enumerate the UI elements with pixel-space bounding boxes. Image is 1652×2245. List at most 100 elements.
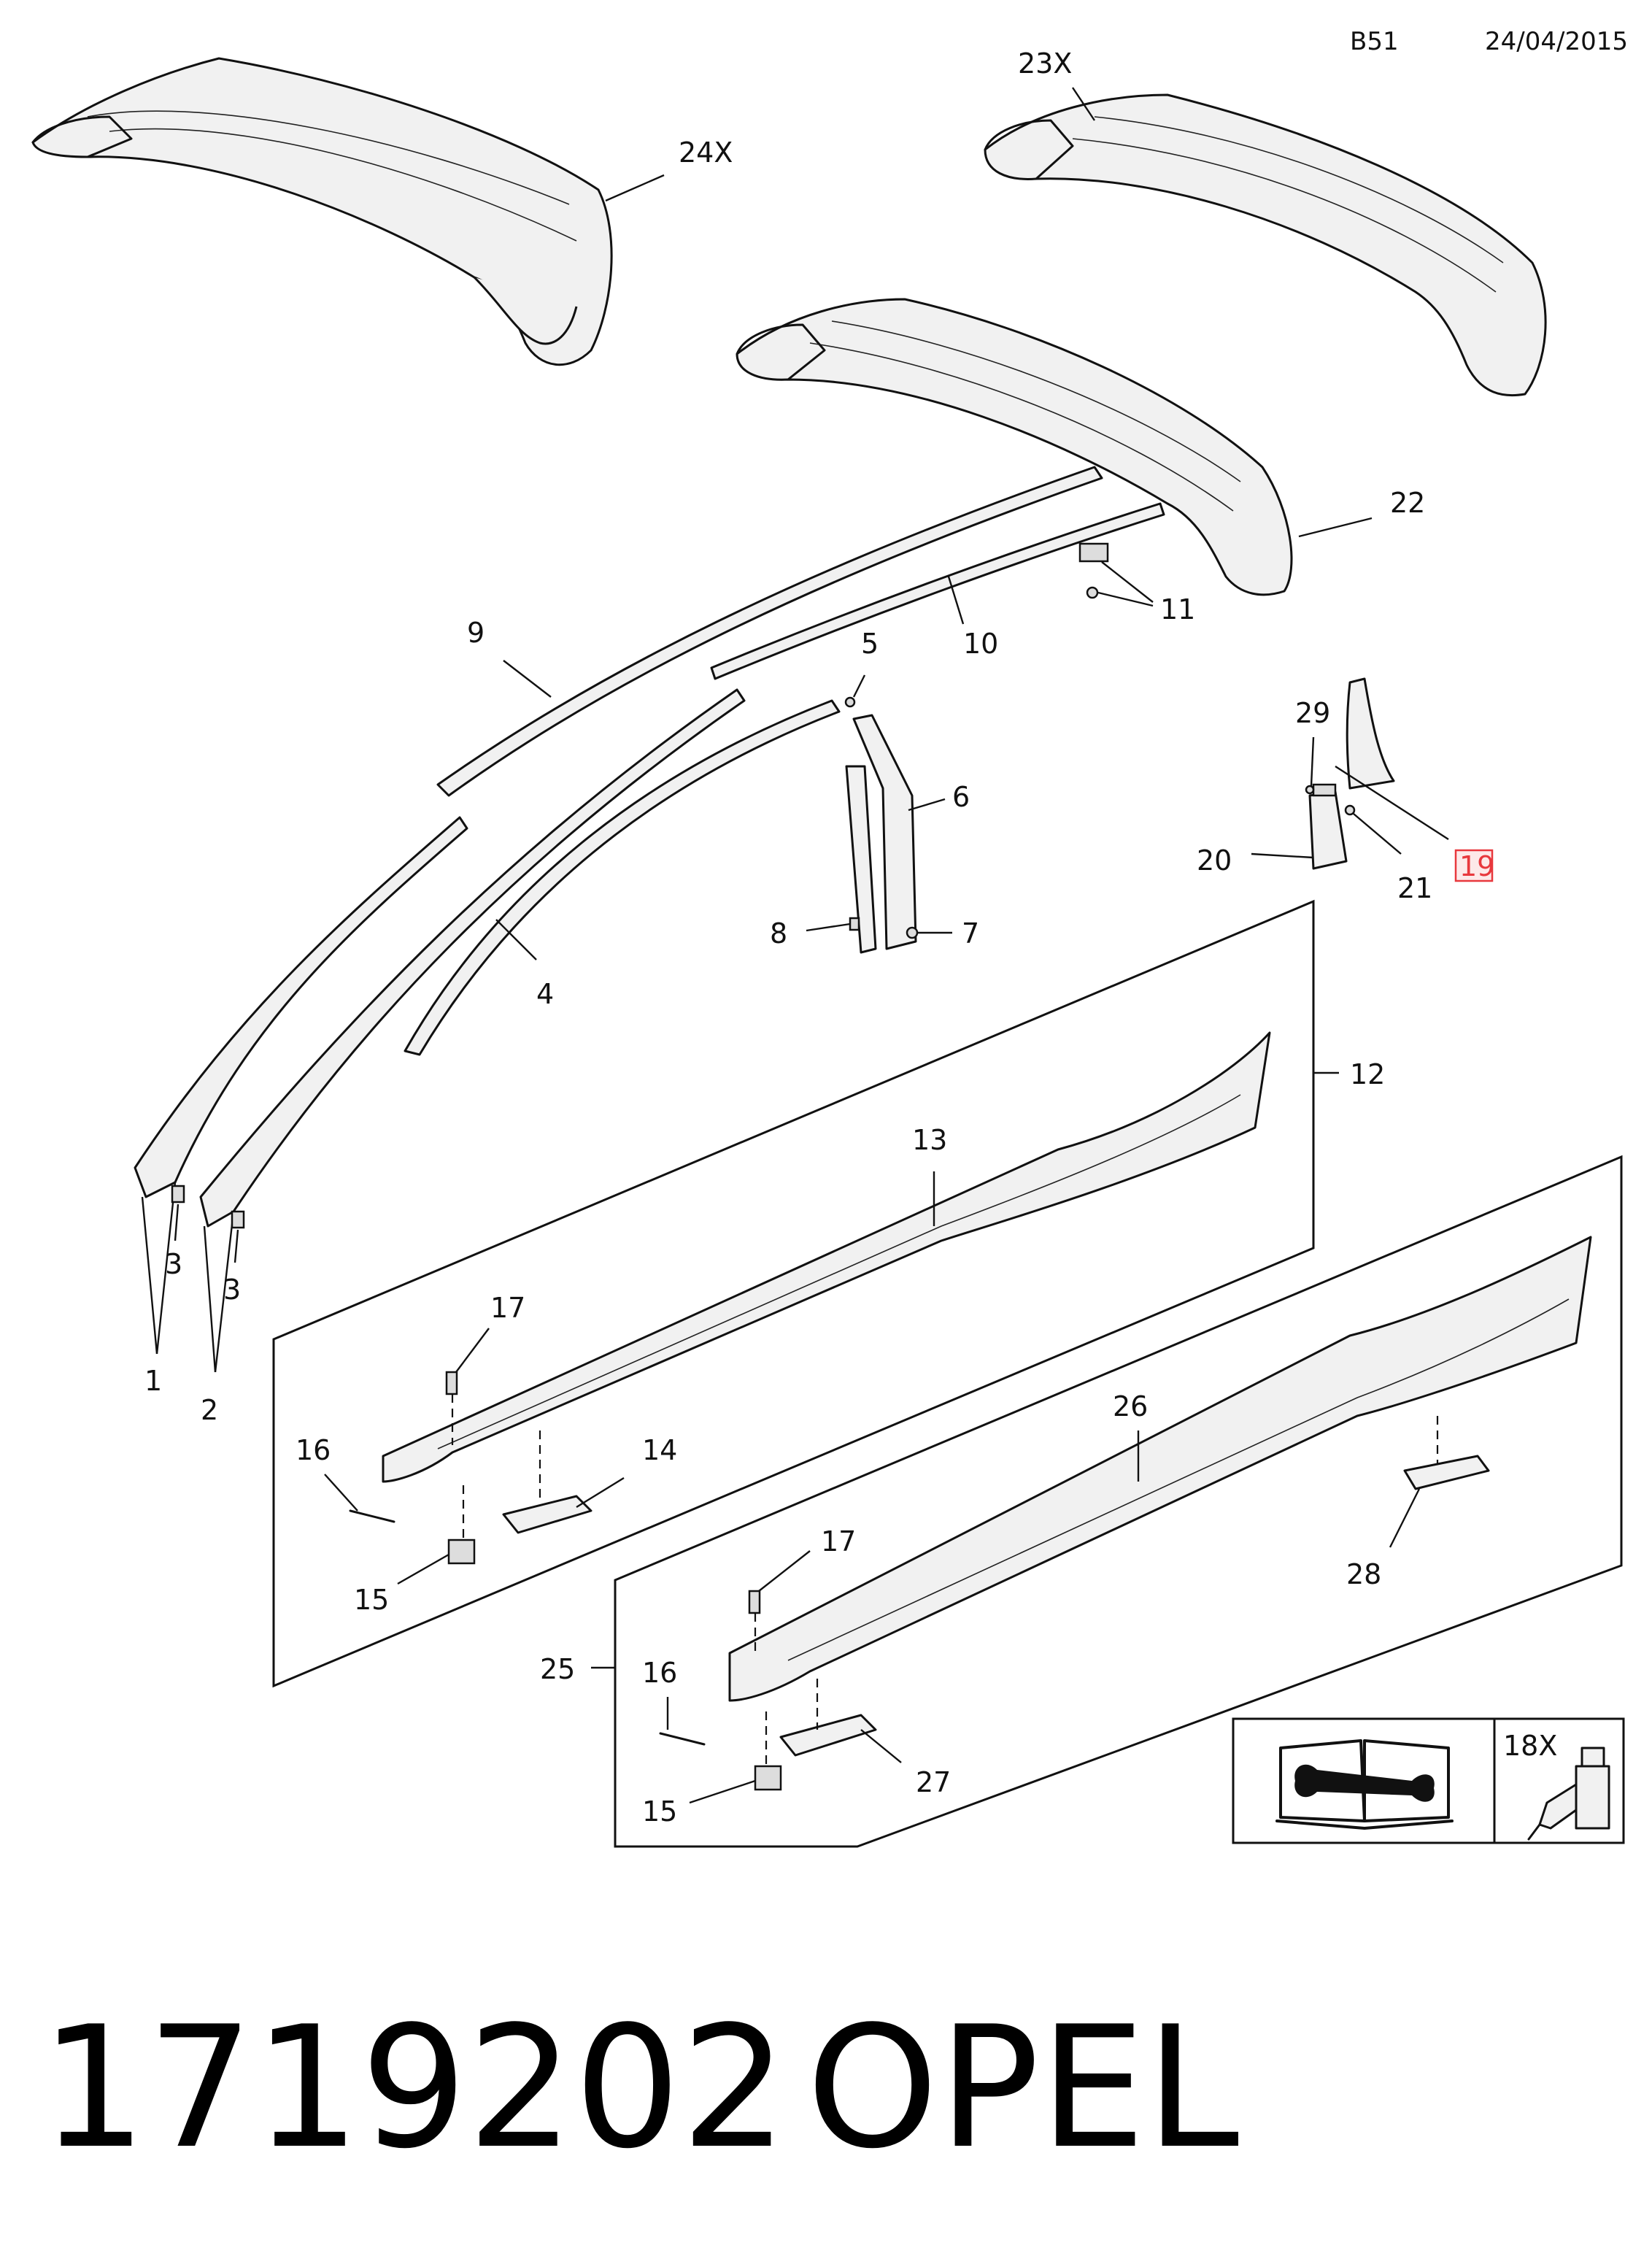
spoiler-22 <box>736 298 1293 596</box>
leader-21 <box>1353 813 1402 855</box>
brand-name: OPEL <box>806 1991 1239 2186</box>
callout-12: 12 <box>1350 1058 1385 1090</box>
nut-7 <box>906 926 919 939</box>
callout-16a: 16 <box>296 1434 331 1466</box>
callout-5: 5 <box>861 628 879 660</box>
screw-21 <box>1344 804 1356 816</box>
clip-3b <box>231 1210 245 1229</box>
callout-29: 29 <box>1295 697 1330 729</box>
leader-24x <box>605 174 665 202</box>
callout-27: 27 <box>916 1766 951 1798</box>
screw-17a <box>445 1371 458 1395</box>
screw-16a <box>349 1509 395 1523</box>
bracket-27 <box>779 1714 877 1757</box>
spoiler-24x <box>31 57 613 366</box>
leader-27 <box>860 1729 902 1763</box>
callout-3b: 3 <box>223 1274 241 1306</box>
rocker-molding-26 <box>728 1236 1592 1702</box>
leader-3a <box>174 1204 180 1241</box>
leader-15a <box>397 1553 449 1585</box>
callout-19: 19 <box>1459 850 1494 882</box>
clip-3a <box>171 1185 185 1204</box>
leader-29 <box>1310 736 1315 787</box>
callout-24x: 24X <box>679 136 733 169</box>
clip-29 <box>1305 785 1315 795</box>
bracket-14 <box>502 1495 593 1534</box>
leader-17a <box>455 1328 490 1373</box>
leader-3b <box>233 1229 239 1263</box>
callout-19-highlight <box>1454 849 1494 882</box>
leader-28 <box>1389 1488 1421 1548</box>
callout-21: 21 <box>1397 872 1432 904</box>
leader-20 <box>1251 852 1314 859</box>
clip-15b <box>754 1765 782 1791</box>
screw-17b <box>748 1590 761 1614</box>
callout-17b: 17 <box>821 1525 856 1557</box>
leader-9 <box>503 660 552 698</box>
frame-group-25 <box>614 1155 1623 1848</box>
leader-1b <box>155 1182 177 1355</box>
leader-1 <box>141 1196 158 1355</box>
leader-15b <box>689 1779 756 1804</box>
callout-15a: 15 <box>354 1584 389 1616</box>
b-pillar-6 <box>845 714 917 954</box>
callout-3a: 3 <box>165 1248 182 1280</box>
leader-14 <box>576 1476 625 1509</box>
part-number: 1719202 <box>40 1991 787 2186</box>
callout-15b: 15 <box>642 1795 677 1828</box>
bracket-28 <box>1403 1455 1490 1490</box>
callout-22: 22 <box>1390 487 1425 519</box>
clip-15a <box>447 1539 476 1565</box>
bracket-19 <box>1346 677 1395 790</box>
callout-25: 25 <box>540 1653 575 1685</box>
adhesive-bottle-icon <box>1527 1747 1610 1841</box>
leader-16a <box>324 1474 358 1512</box>
roof-molding-10 <box>710 502 1165 680</box>
leader-6 <box>908 798 946 812</box>
roof-molding-9 <box>436 466 1103 797</box>
leader-4 <box>495 919 537 960</box>
door-frame-molding-2 <box>199 688 746 1228</box>
leader-8 <box>806 923 851 932</box>
callout-18x: 18X <box>1503 1730 1557 1762</box>
callout-17a: 17 <box>490 1292 525 1324</box>
leader-2 <box>203 1225 217 1373</box>
leader-2b <box>214 1211 235 1373</box>
callout-8: 8 <box>770 917 787 950</box>
leader-11 <box>1101 561 1154 603</box>
callout-13: 13 <box>912 1124 947 1156</box>
manual-wrench-icon <box>1275 1739 1454 1830</box>
callout-9: 9 <box>467 617 485 649</box>
callout-20: 20 <box>1197 844 1232 877</box>
clip-8 <box>849 917 860 931</box>
leader-19 <box>1335 765 1449 841</box>
leader-5 <box>852 674 866 698</box>
callout-10: 10 <box>963 628 998 660</box>
leader-11b <box>1097 591 1154 607</box>
frame-group-12 <box>272 899 1315 1688</box>
bracket-20 <box>1308 783 1348 870</box>
clip-11 <box>1078 542 1109 599</box>
callout-28: 28 <box>1346 1558 1381 1590</box>
leader-10 <box>947 576 965 625</box>
legend-box <box>1232 1717 1625 1844</box>
callout-14: 14 <box>642 1434 677 1466</box>
leader-23x <box>1072 87 1095 121</box>
rocker-molding-13 <box>382 1031 1271 1483</box>
callout-1: 1 <box>144 1365 162 1397</box>
leader-17b <box>758 1550 811 1592</box>
spoiler-23x <box>984 93 1547 397</box>
callout-16b: 16 <box>642 1657 677 1689</box>
callout-2: 2 <box>201 1394 218 1426</box>
door-frame-molding-1 <box>134 816 468 1198</box>
leader-22 <box>1298 517 1373 538</box>
door-molding-4 <box>404 699 841 1056</box>
header-date: 24/04/2015 <box>1485 27 1628 56</box>
callout-11: 11 <box>1160 593 1195 625</box>
callout-7: 7 <box>962 917 979 950</box>
screw-16b <box>659 1732 706 1746</box>
callout-26: 26 <box>1113 1390 1148 1422</box>
screw-5 <box>844 696 856 708</box>
callout-6: 6 <box>952 781 970 813</box>
